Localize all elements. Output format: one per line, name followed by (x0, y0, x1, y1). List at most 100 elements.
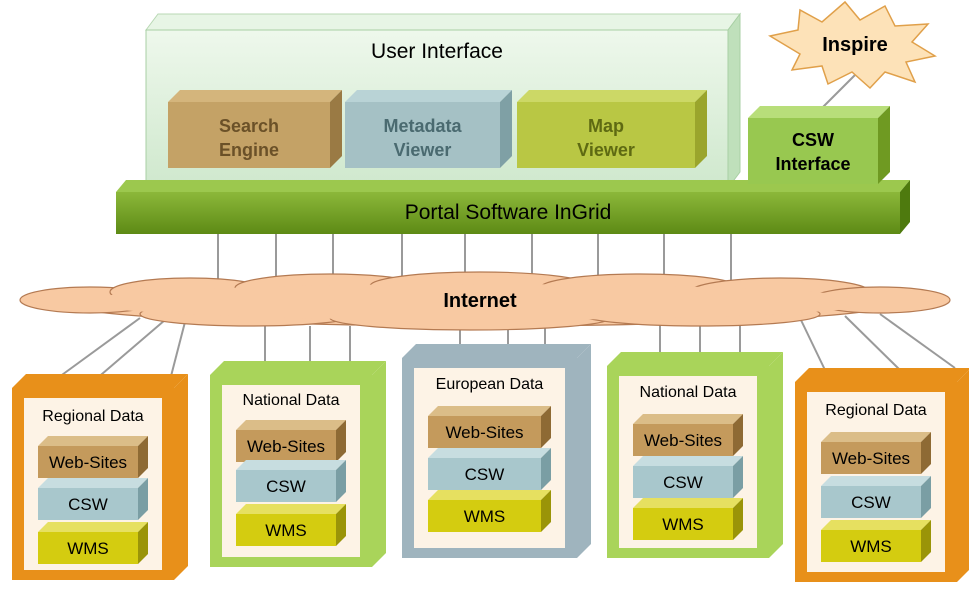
layer-top (428, 490, 551, 500)
layer-wms-label: WMS (67, 539, 109, 558)
metadata-viewer-block (345, 90, 512, 168)
layer-top (38, 436, 148, 446)
metadata-viewer-line2: Viewer (393, 140, 452, 160)
layer-side (921, 520, 931, 562)
layer-side (541, 406, 551, 448)
map-viewer-line1: Map (588, 116, 624, 136)
layer-wms-box (633, 508, 733, 540)
layer-csw-box (236, 470, 336, 502)
layer-top (633, 456, 743, 466)
data-node-top (12, 374, 188, 388)
data-node-title: Regional Data (42, 408, 144, 425)
search-engine-line1: Search (218, 116, 280, 136)
map-viewer-block (517, 90, 707, 168)
layer-wms-box (428, 500, 541, 532)
data-node-side (957, 370, 969, 582)
map-viewer-line2: Viewer (577, 140, 635, 160)
layer-web-sites-box (38, 446, 138, 478)
layer-side (733, 456, 743, 498)
layer-csw-label: CSW (266, 477, 306, 496)
internet-label: Internet (443, 290, 517, 312)
layer-top (821, 520, 931, 530)
layer-csw-label: CSW (851, 493, 891, 512)
layer-top (633, 414, 743, 424)
inspire-label: Inspire (822, 34, 888, 56)
portal-label: Portal Software InGrid (404, 201, 612, 224)
portal-internet-connectors (217, 232, 732, 282)
layer-side (921, 432, 931, 474)
layer-wms-label: WMS (662, 515, 704, 534)
layer-wms-box (236, 514, 336, 546)
layer-web-sites-label: Web-Sites (246, 437, 326, 456)
layer-web-sites-label: Web-Sites (643, 431, 723, 450)
layer-side (138, 522, 148, 564)
data-node-side (174, 374, 188, 580)
layer-wms-box (821, 530, 921, 562)
layer-wms-box (38, 532, 138, 564)
layer-top (38, 522, 148, 532)
layer-csw-label: CSW (663, 473, 703, 492)
data-node-side (769, 352, 783, 558)
user-interface-title: User Interface (371, 40, 503, 63)
data-node-top (795, 368, 969, 382)
layer-side (336, 460, 346, 502)
layer-csw-box (821, 486, 921, 518)
layer-csw-label: CSW (464, 465, 505, 484)
layer-web-sites-box (428, 416, 541, 448)
portal-bar (116, 180, 910, 234)
layer-top (236, 460, 346, 470)
search-engine-line2: Engine (218, 140, 279, 160)
layer-web-sites-label: Web-Sites (48, 453, 128, 472)
inspire-connector (819, 69, 861, 111)
data-node-side (577, 344, 591, 558)
layer-top (428, 406, 551, 416)
layer-web-sites-box (633, 424, 733, 456)
data-node-title: European Data (435, 376, 544, 393)
layer-wms-label: WMS (850, 537, 892, 556)
layer-side (336, 504, 346, 546)
inspire-starburst (767, 0, 938, 90)
metadata-viewer-label: Metadata Viewer (345, 114, 500, 162)
layer-top (236, 420, 346, 430)
csw-interface-line1: CSW (792, 130, 834, 150)
csw-interface-block (748, 106, 890, 184)
layer-side (138, 436, 148, 478)
csw-interface-label: CSW Interface (748, 128, 878, 176)
layer-csw-box (633, 466, 733, 498)
layer-top (236, 504, 346, 514)
layer-side (541, 448, 551, 490)
layer-web-sites-box (821, 442, 921, 474)
layer-wms-label: WMS (265, 521, 307, 540)
csw-interface-line2: Interface (775, 154, 851, 174)
layer-side (541, 490, 551, 532)
layer-csw-label: CSW (68, 495, 108, 514)
layer-csw-box (428, 458, 541, 490)
map-viewer-label: Map Viewer (517, 114, 695, 162)
layer-side (138, 478, 148, 520)
layer-side (733, 498, 743, 540)
search-engine-block (168, 90, 342, 168)
layer-top (821, 476, 931, 486)
layer-side (921, 476, 931, 518)
data-node-top (402, 344, 591, 358)
data-node-side (372, 361, 386, 567)
layer-web-sites-box (236, 430, 336, 462)
layer-top (38, 478, 148, 488)
data-node-top (210, 361, 386, 375)
layer-csw-box (38, 488, 138, 520)
layer-web-sites-label: Web-Sites (445, 423, 524, 442)
layer-web-sites-label: Web-Sites (831, 449, 911, 468)
internet-data-connectors (54, 313, 956, 381)
internet-cloud (19, 271, 951, 331)
metadata-viewer-line1: Metadata (383, 116, 462, 136)
data-node-title: National Data (242, 392, 340, 409)
data-nodes-layer (12, 344, 969, 582)
data-node-top (607, 352, 783, 366)
data-node-title: Regional Data (825, 402, 927, 419)
layer-top (428, 448, 551, 458)
layer-side (336, 420, 346, 462)
data-node-title: National Data (639, 384, 737, 401)
layer-wms-label: WMS (463, 507, 506, 526)
search-engine-label: Search Engine (168, 114, 330, 162)
